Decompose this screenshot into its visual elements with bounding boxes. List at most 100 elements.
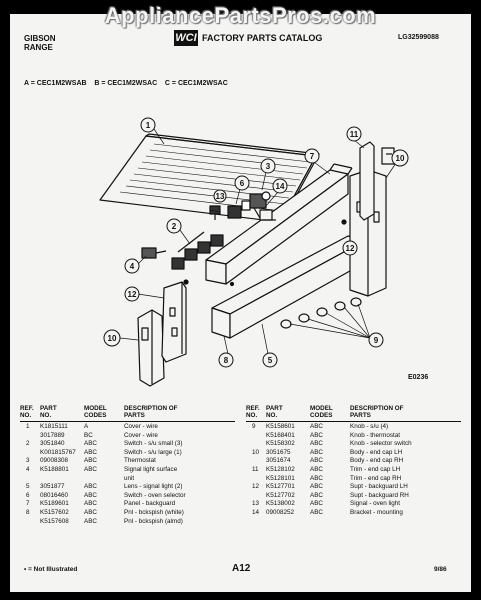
ref-cell: 9 [252,423,256,430]
ref-cell: 11 [252,465,259,473]
part-number-cell: 3051674 [266,457,291,465]
description-cell: unit [124,474,135,482]
model-code-cell: ABC [84,508,97,516]
part-backsplash-panel [211,235,367,339]
svg-text:12: 12 [128,290,137,299]
model-code-cell: ABC [84,448,97,456]
part-number-cell: K5128102 [266,465,295,473]
svg-text:13: 13 [216,192,225,201]
svg-text:14: 14 [276,182,285,191]
exploded-parts-diagram: 1 2 3 4 5 6 7 8 9 10 10 11 12 12 13 14 [99,117,409,387]
description-cell: Cover - wire [124,431,158,439]
header-rule [20,421,235,422]
product-type: RANGE [24,43,53,52]
model-code-cell: ABC [310,508,323,516]
header-desc: DESCRIPTION OF PARTS [350,405,404,419]
model-code-cell: ABC [310,457,323,465]
part-number-cell: K5138002 [266,500,295,508]
description-cell: Body - end cap RH [350,457,404,465]
part-signal-light [209,205,221,220]
part-support-left [161,281,187,363]
part-number-cell: 3051675 [266,448,291,456]
brand-block: GIBSON RANGE [24,34,56,52]
header-ref: REF. NO. [20,405,34,419]
ref-cell: 1 [26,423,30,430]
ref-cell: 6 [26,491,30,499]
description-cell: Supt - backguard LH [350,483,408,491]
ref-cell: 5 [26,483,30,491]
part-end-cap-left [137,309,165,387]
callout-12-left: 12 [124,286,140,302]
ref-cell: 12 [252,483,260,491]
callout-7: 7 [304,148,320,164]
header-codes: MODEL CODES [84,405,107,419]
model-code-cell: ABC [310,431,323,439]
brand-name: GIBSON [24,34,56,43]
parts-column-left: REF. NO. PART NO. MODEL CODES DESCRIPTIO… [20,405,235,526]
ref-cell: 14 [252,508,260,516]
part-screws [183,219,347,287]
table-row: unit [20,475,235,484]
part-number-cell: K5168401 [266,431,295,439]
svg-text:9: 9 [374,336,379,345]
part-mounting-bracket [259,209,276,221]
model-code-cell: ABC [310,474,323,482]
model-code-cell: ABC [84,457,97,465]
description-cell: Bracket - mounting [350,508,403,516]
description-cell: Signal - oven light [350,500,401,508]
description-cell: Switch - oven selector [124,491,186,499]
svg-text:10: 10 [108,334,117,343]
description-cell: Thermostat [124,457,156,465]
description-cell: Knob - s/u (4) [350,423,389,430]
table-header: REF. NO. PART NO. MODEL CODES DESCRIPTIO… [20,405,235,423]
model-code-cell: BC [84,431,93,439]
part-number-cell: K001815767 [40,448,76,456]
part-end-trim-right [359,141,395,221]
model-code-cell: ABC [84,517,97,525]
callout-9: 9 [368,332,384,348]
callout-2: 2 [166,218,182,234]
callout-3: 3 [260,158,276,174]
model-code-cell: ABC [84,465,97,473]
header-rule [246,421,461,422]
description-cell: Supt - backguard RH [350,491,409,499]
catalog-header: WCI FACTORY PARTS CATALOG [174,30,346,48]
callout-4: 4 [124,258,140,274]
svg-text:6: 6 [240,179,245,188]
model-code-cell: ABC [310,483,323,491]
description-cell: Pnl - bckspish (almd) [124,517,183,525]
part-number-cell: K5127701 [266,483,295,491]
description-cell: Cover - wire [124,423,158,430]
header-ref: REF. NO. [246,405,260,419]
description-cell: Signal light surface [124,465,178,473]
table-header: REF. NO. PART NO. MODEL CODES DESCRIPTIO… [246,405,461,423]
table-row: K001815767 ABC Switch - s/u large (1) [20,449,235,458]
svg-text:7: 7 [310,152,315,161]
table-row: 12 K5127701 ABC Supt - backguard LH [246,483,461,492]
description-cell: Switch - s/u large (1) [124,448,182,456]
page-number: A12 [232,563,251,574]
svg-text:5: 5 [268,356,273,365]
description-cell: Trim - end cap LH [350,465,401,473]
description-cell: Pnl - bckspish (white) [124,508,184,516]
callout-8: 8 [218,352,234,368]
description-cell: Knob - selector switch [350,440,412,448]
site-watermark: AppliancePartsPros.com [104,3,377,28]
header-desc: DESCRIPTION OF PARTS [124,405,178,419]
description-cell: Body - end cap LH [350,448,403,456]
svg-text:1: 1 [146,121,151,130]
